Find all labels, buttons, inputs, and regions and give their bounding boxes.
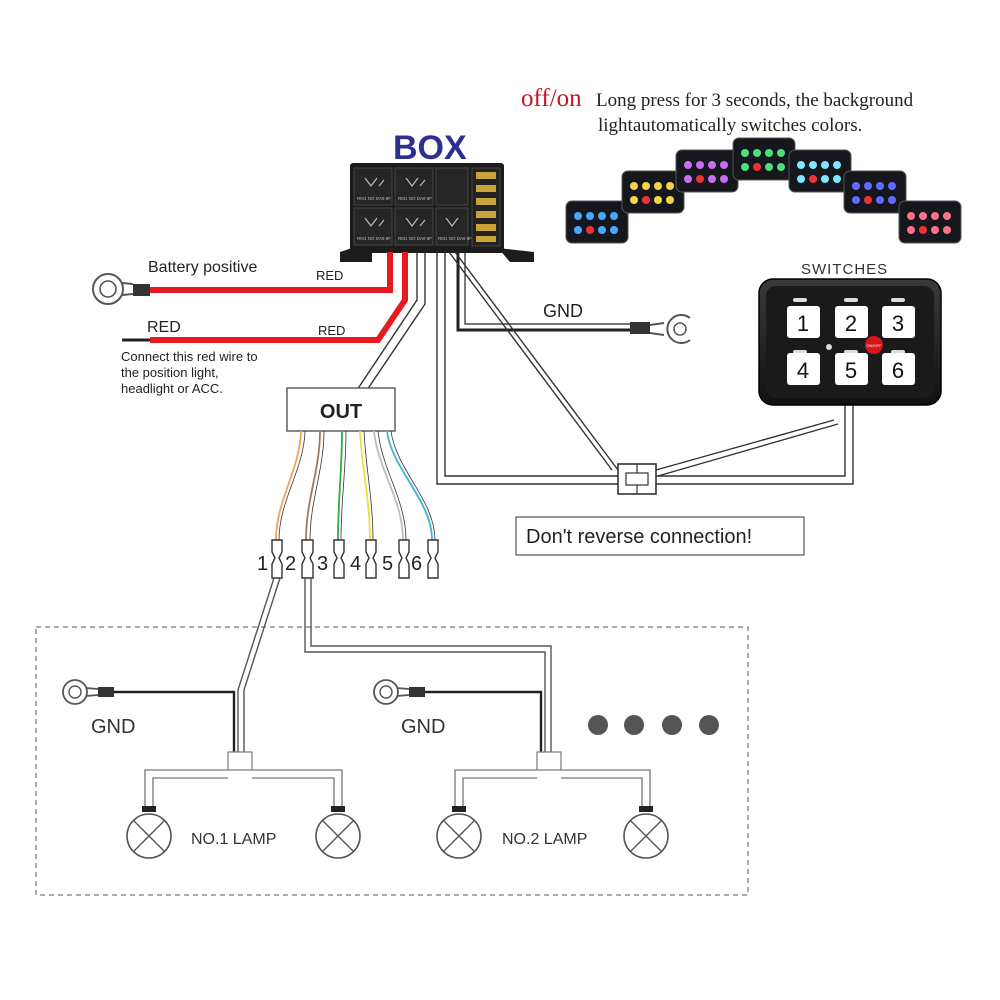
switch-button-3-label: 3 (892, 311, 904, 336)
gnd-label-2: GND (401, 716, 445, 738)
output-wire-2 (305, 430, 321, 541)
relay-code-5: RM1 NO DA9 8F (438, 236, 472, 241)
mini-panel (788, 149, 852, 193)
output-wire-4 (359, 430, 371, 541)
warning-text: Don't reverse connection! (526, 526, 752, 548)
box-title: BOX (393, 129, 467, 167)
box-to-connector-wires (436, 251, 619, 485)
ring-terminal-gnd-1 (62, 679, 114, 705)
mini-panel (621, 170, 685, 214)
switch-button-2-label: 2 (845, 311, 857, 336)
lamp-icon (436, 813, 482, 859)
connect-note-line-2: the position light, (121, 365, 219, 380)
mini-panel (675, 149, 739, 193)
output-wire-3 (337, 430, 343, 541)
reverse-connector (617, 463, 657, 495)
output-label-5: 5 (382, 553, 393, 575)
lamp-group-2 (373, 679, 669, 859)
lamp-icon (315, 813, 361, 859)
switch-button-1[interactable]: 1 (787, 306, 820, 338)
lamp-1-label: NO.1 LAMP (191, 831, 276, 848)
relay-code-4: RM1 NO DA9 8F (398, 236, 432, 241)
switch-button-5[interactable]: 5 (835, 353, 868, 385)
lamp-feed-wires (237, 577, 552, 752)
battery-positive-label: Battery positive (148, 259, 257, 276)
note-line-1: Long press for 3 seconds, the background (596, 90, 914, 111)
lamp-icon (623, 813, 669, 859)
switch-button-2[interactable]: 2 (835, 306, 868, 338)
connect-note-line-3: headlight or ACC. (121, 381, 223, 396)
switch-button-1-label: 1 (797, 311, 809, 336)
gnd-label-1: GND (91, 716, 135, 738)
note-line-2: lightautomatically switches colors. (598, 115, 862, 136)
red-label-left: RED (147, 319, 181, 336)
out-label: OUT (320, 401, 362, 423)
onoff-badge[interactable]: ON/OFF (865, 336, 883, 354)
relay-box: RM1 NO DA9 8F RM1 NO DA9 8F RM1 NO DA9 8… (340, 163, 534, 262)
gnd-wire-box (456, 252, 691, 344)
lamp-2-label: NO.2 LAMP (502, 831, 587, 848)
gnd-label-top: GND (543, 301, 583, 321)
output-connectors (271, 539, 439, 579)
mini-panel (565, 200, 629, 244)
red-wire-label-1: RED (316, 268, 343, 283)
color-panels-photo (565, 137, 962, 244)
relay-code-2: RM1 NO DA9 8F (398, 196, 432, 201)
switch-button-4-label: 4 (797, 358, 809, 383)
lamp-icon (126, 813, 172, 859)
lamp-group-1 (62, 679, 361, 859)
output-wire-5 (373, 430, 404, 541)
switch-button-3[interactable]: 3 (882, 306, 915, 338)
output-label-1: 1 (257, 553, 268, 575)
offon-label: off/on (521, 85, 582, 112)
output-label-6: 6 (411, 553, 422, 575)
output-label-3: 3 (317, 553, 328, 575)
relay-code-1: RM1 NO DA9 8F (357, 196, 391, 201)
output-wires (275, 430, 436, 541)
relay-code-3: RM1 NO DA9 8F (357, 236, 391, 241)
warning-box (515, 516, 805, 556)
mini-panel (732, 137, 796, 181)
switch-button-6-label: 6 (892, 358, 904, 383)
acc-wire (122, 252, 408, 343)
mini-panel (898, 200, 962, 244)
switch-button-6[interactable]: 6 (882, 353, 915, 385)
output-label-2: 2 (285, 553, 296, 575)
lamp-area (35, 626, 749, 896)
output-wire-1 (275, 430, 302, 541)
output-label-4: 4 (350, 553, 361, 575)
battery-wire (92, 252, 393, 305)
ring-terminal-gnd-2 (373, 679, 425, 705)
switch-panel: 1 2 3 4 5 6 ON/OFF (758, 278, 942, 406)
output-wire-6 (386, 430, 433, 541)
switch-to-connector-wires (655, 405, 854, 485)
switch-button-5-label: 5 (845, 358, 857, 383)
c-terminal-gnd (649, 314, 691, 344)
out-bundle (356, 252, 426, 391)
connect-note-line-1: Connect this red wire to (121, 349, 258, 364)
switches-title: SWITCHES (801, 261, 888, 278)
more-dots (588, 715, 719, 735)
out-box (286, 387, 396, 432)
mini-panel (843, 170, 907, 214)
onoff-badge-label: ON/OFF (866, 343, 882, 348)
red-wire-label-2: RED (318, 323, 345, 338)
switch-button-4[interactable]: 4 (787, 353, 820, 385)
ring-terminal-battery (92, 273, 134, 305)
